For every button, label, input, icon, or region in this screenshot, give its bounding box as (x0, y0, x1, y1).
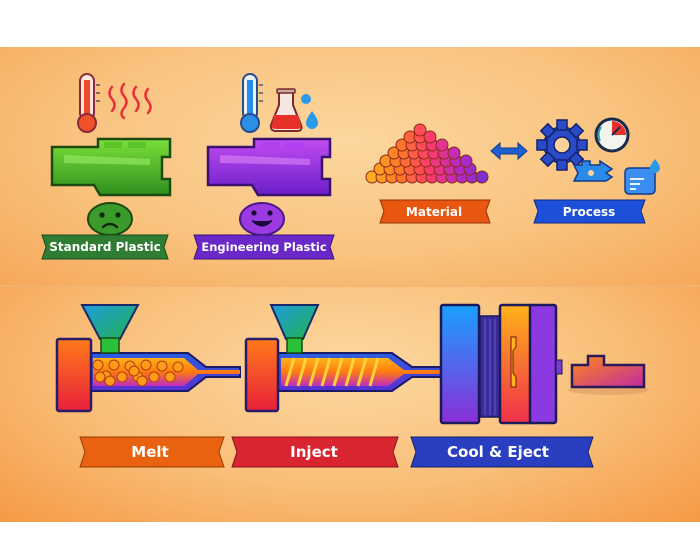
fixed-platen (439, 303, 481, 425)
water-drop-icon (301, 94, 318, 129)
melt-pellet (94, 371, 106, 383)
process-banner: Process (533, 199, 646, 224)
engineering-plastic-part-icon (206, 137, 332, 197)
melt-heater-block (55, 337, 93, 413)
step-banner-inject: Inject (231, 436, 399, 468)
gear-icon (536, 119, 588, 171)
standard-plastic-part-icon (50, 137, 172, 197)
mold-icon (439, 303, 563, 425)
screw-icon (284, 357, 380, 387)
step-label-cool-eject: Cool & Eject (447, 443, 549, 461)
banner-shape (410, 436, 594, 468)
heat-waves-icon (108, 82, 152, 120)
double-arrow-icon (490, 141, 528, 161)
banner-shape (379, 199, 491, 224)
step-label-inject: Inject (290, 443, 338, 461)
flask-icon (269, 88, 303, 132)
step-label-melt: Melt (131, 443, 168, 461)
melt-pellet (116, 371, 128, 383)
gauge-icon (594, 117, 630, 153)
banner-shape (533, 199, 646, 224)
process-label: Process (563, 205, 616, 219)
melt-pellet (128, 365, 140, 377)
illustration: Standard Plastic (0, 47, 700, 522)
melt-pellet (156, 360, 168, 372)
engineering-plastic-banner: Engineering Plastic (193, 234, 335, 260)
injection-machine (55, 303, 648, 425)
banner-shape (79, 436, 225, 468)
panel-divider (0, 285, 700, 287)
happy-face-icon (239, 202, 285, 236)
melt-pellet (172, 361, 184, 373)
sad-face-icon (87, 202, 133, 236)
banner-shape (231, 436, 399, 468)
pellet (413, 123, 427, 137)
banner-shape (193, 234, 335, 260)
inject-hopper-icon (269, 304, 320, 354)
engineering-plastic-label: Engineering Plastic (201, 240, 326, 254)
melt-pellet (92, 359, 104, 371)
inject-heater-block (244, 337, 280, 413)
pellet (435, 138, 449, 152)
engineering-plastic-group: Engineering Plastic (193, 73, 335, 260)
pellet (447, 146, 461, 160)
standard-plastic-label: Standard Plastic (49, 240, 161, 254)
ejected-part-icon (568, 354, 648, 395)
melt-pellet (136, 375, 148, 387)
moving-platen (528, 303, 558, 425)
material-label: Material (406, 205, 462, 219)
melt-pellet (148, 371, 160, 383)
pellet-pile-icon (365, 123, 489, 184)
pellets (92, 359, 184, 387)
illustration-svg: Standard Plastic (41, 73, 660, 468)
thermometer-cold-icon (240, 73, 263, 133)
melt-hopper-icon (80, 304, 140, 354)
pellet (423, 130, 437, 144)
pellet (459, 154, 473, 168)
standard-plastic-banner: Standard Plastic (41, 234, 169, 260)
banner-shape (41, 234, 169, 260)
step-banner-melt: Melt (79, 436, 225, 468)
material-group: Material (365, 123, 491, 224)
standard-plastic-group: Standard Plastic (41, 73, 172, 260)
material-banner: Material (379, 199, 491, 224)
melt-pellet (164, 371, 176, 383)
thermometer-hot-icon (77, 73, 100, 133)
melt-pellet (140, 359, 152, 371)
process-group: Process (533, 117, 660, 224)
pellet (475, 170, 489, 184)
step-banner-cool-eject: Cool & Eject (410, 436, 594, 468)
melt-pellet (104, 375, 116, 387)
water-tank-icon (624, 159, 660, 195)
inject-barrel-icon (277, 352, 468, 392)
small-gear-icon (572, 159, 614, 182)
melt-pellet (108, 359, 120, 371)
melt-barrel-icon (89, 352, 241, 392)
